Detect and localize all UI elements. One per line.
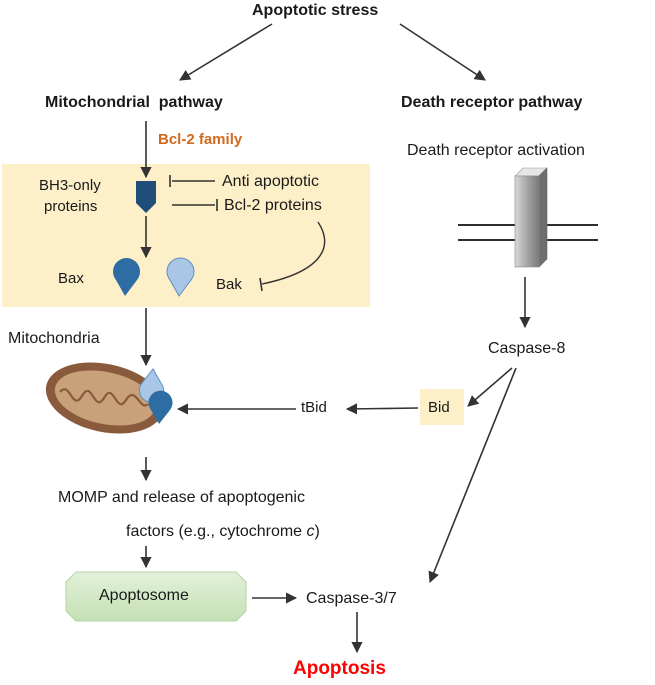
bid-label: Bid bbox=[428, 399, 450, 416]
bak-protein-shape bbox=[166, 257, 195, 297]
mitochondrial-pathway-label: Mitochondrial pathway bbox=[45, 94, 223, 111]
bid-box bbox=[420, 389, 464, 425]
arrow-stress-to-mito bbox=[179, 23, 273, 81]
arrow-bid-to-tbid bbox=[345, 403, 419, 415]
anti-apoptotic-label-line2: Bcl-2 proteins bbox=[224, 197, 322, 214]
apoptosome-shape bbox=[65, 571, 247, 622]
death-receptor-graphic bbox=[514, 167, 548, 268]
death-receptor-pathway-label: Death receptor pathway bbox=[401, 94, 583, 111]
bax-label: Bax bbox=[58, 270, 84, 287]
arrow-caspase8-to-bid bbox=[467, 367, 513, 407]
momp-label-line1: MOMP and release of apoptogenic bbox=[58, 489, 305, 506]
tbid-label: tBid bbox=[301, 399, 327, 416]
momp-line2-prefix: factors (e.g., cytochrome bbox=[126, 523, 307, 540]
bak-label: Bak bbox=[216, 276, 242, 293]
inhibit-bar-bak bbox=[259, 277, 263, 292]
bh3-only-label-line2: proteins bbox=[44, 198, 98, 215]
bh3-only-label-line1: BH3-only bbox=[39, 177, 101, 194]
title-apoptotic-stress: Apoptotic stress bbox=[252, 2, 379, 19]
apoptosis-label: Apoptosis bbox=[293, 658, 386, 679]
arrow-caspase8-to-caspase37 bbox=[428, 367, 517, 584]
momp-line2-italic: c bbox=[306, 523, 315, 540]
mitochondria-label: Mitochondria bbox=[8, 330, 100, 347]
apoptosome-label: Apoptosome bbox=[99, 587, 189, 604]
momp-label-line2: factors (e.g., cytochrome c) bbox=[126, 524, 320, 540]
bcl2-family-label: Bcl-2 family bbox=[158, 131, 243, 148]
anti-apoptotic-label-line1: Anti apoptotic bbox=[222, 173, 319, 190]
bh3-protein-shape bbox=[136, 181, 156, 213]
death-receptor-activation-label: Death receptor activation bbox=[407, 142, 585, 159]
caspase-3-7-label: Caspase-3/7 bbox=[306, 590, 397, 607]
caspase-8-label: Caspase-8 bbox=[488, 340, 566, 357]
bax-on-mito-shape bbox=[148, 390, 173, 424]
arrow-stress-to-death bbox=[399, 23, 486, 81]
bax-protein-shape bbox=[113, 258, 140, 296]
mitochondrion-graphic bbox=[45, 362, 165, 434]
inhibit-curve-bak bbox=[261, 221, 326, 285]
momp-line2-suffix: ) bbox=[314, 523, 320, 540]
